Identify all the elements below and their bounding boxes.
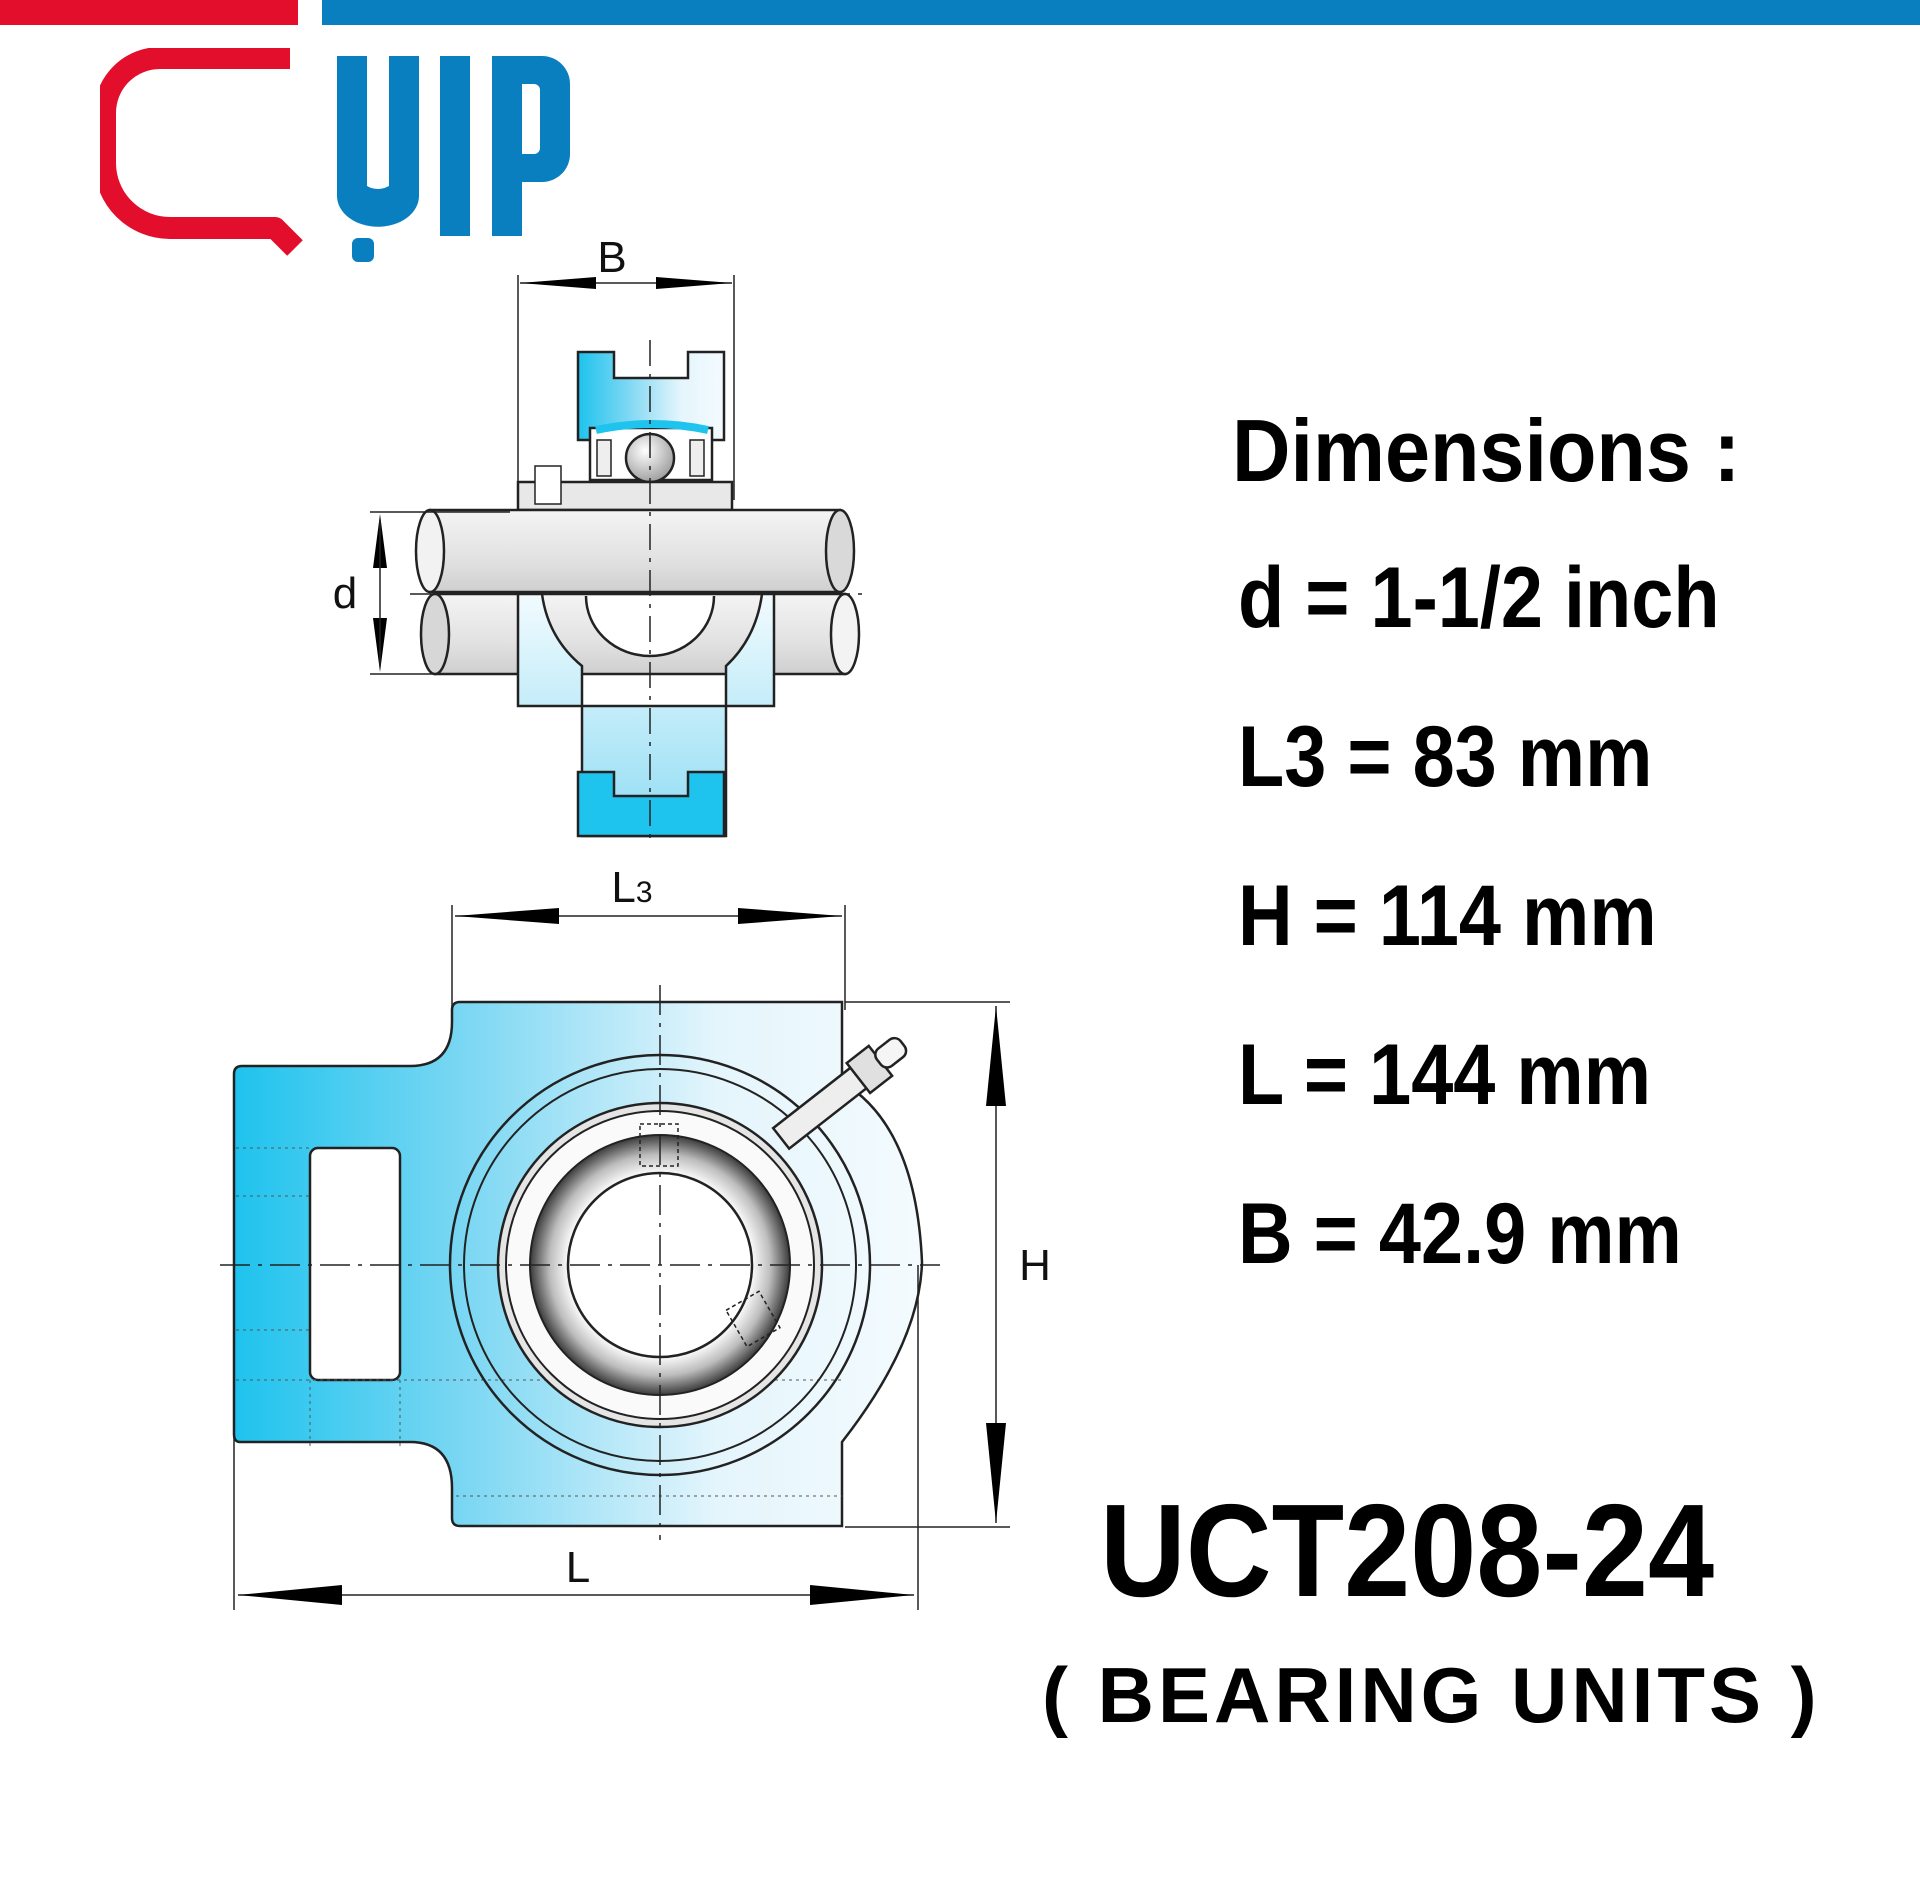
dimension-d: d = 1-1/2 inch xyxy=(1238,550,1720,646)
dim-label-b: B xyxy=(597,233,626,282)
dimension-l: L = 144 mm xyxy=(1238,1027,1651,1123)
dim-label-l3: L3 xyxy=(611,863,652,912)
top-view: B d xyxy=(333,233,870,845)
dim-label-l: L xyxy=(566,1543,590,1592)
bearing-unit-drawing: B d xyxy=(220,233,1051,1610)
brand-logo xyxy=(100,48,570,262)
dimension-b: B = 42.9 mm xyxy=(1238,1186,1682,1282)
dimensions-list: d = 1-1/2 inch L3 = 83 mm H = 114 mm L =… xyxy=(1238,548,1785,1343)
dimension-h: H = 114 mm xyxy=(1238,868,1657,964)
dim-label-h: H xyxy=(1019,1241,1051,1290)
dimensions-title: Dimensions : xyxy=(1232,401,1741,500)
product-model: UCT208-24 xyxy=(1100,1477,1715,1624)
dimension-l3: L3 = 83 mm xyxy=(1238,709,1653,805)
product-category: ( BEARING UNITS ) xyxy=(1042,1651,1821,1739)
top-bar-blue xyxy=(322,0,1920,25)
dim-label-d: d xyxy=(333,569,357,618)
front-view: L3 xyxy=(220,863,1051,1610)
top-bar-red xyxy=(0,0,298,25)
